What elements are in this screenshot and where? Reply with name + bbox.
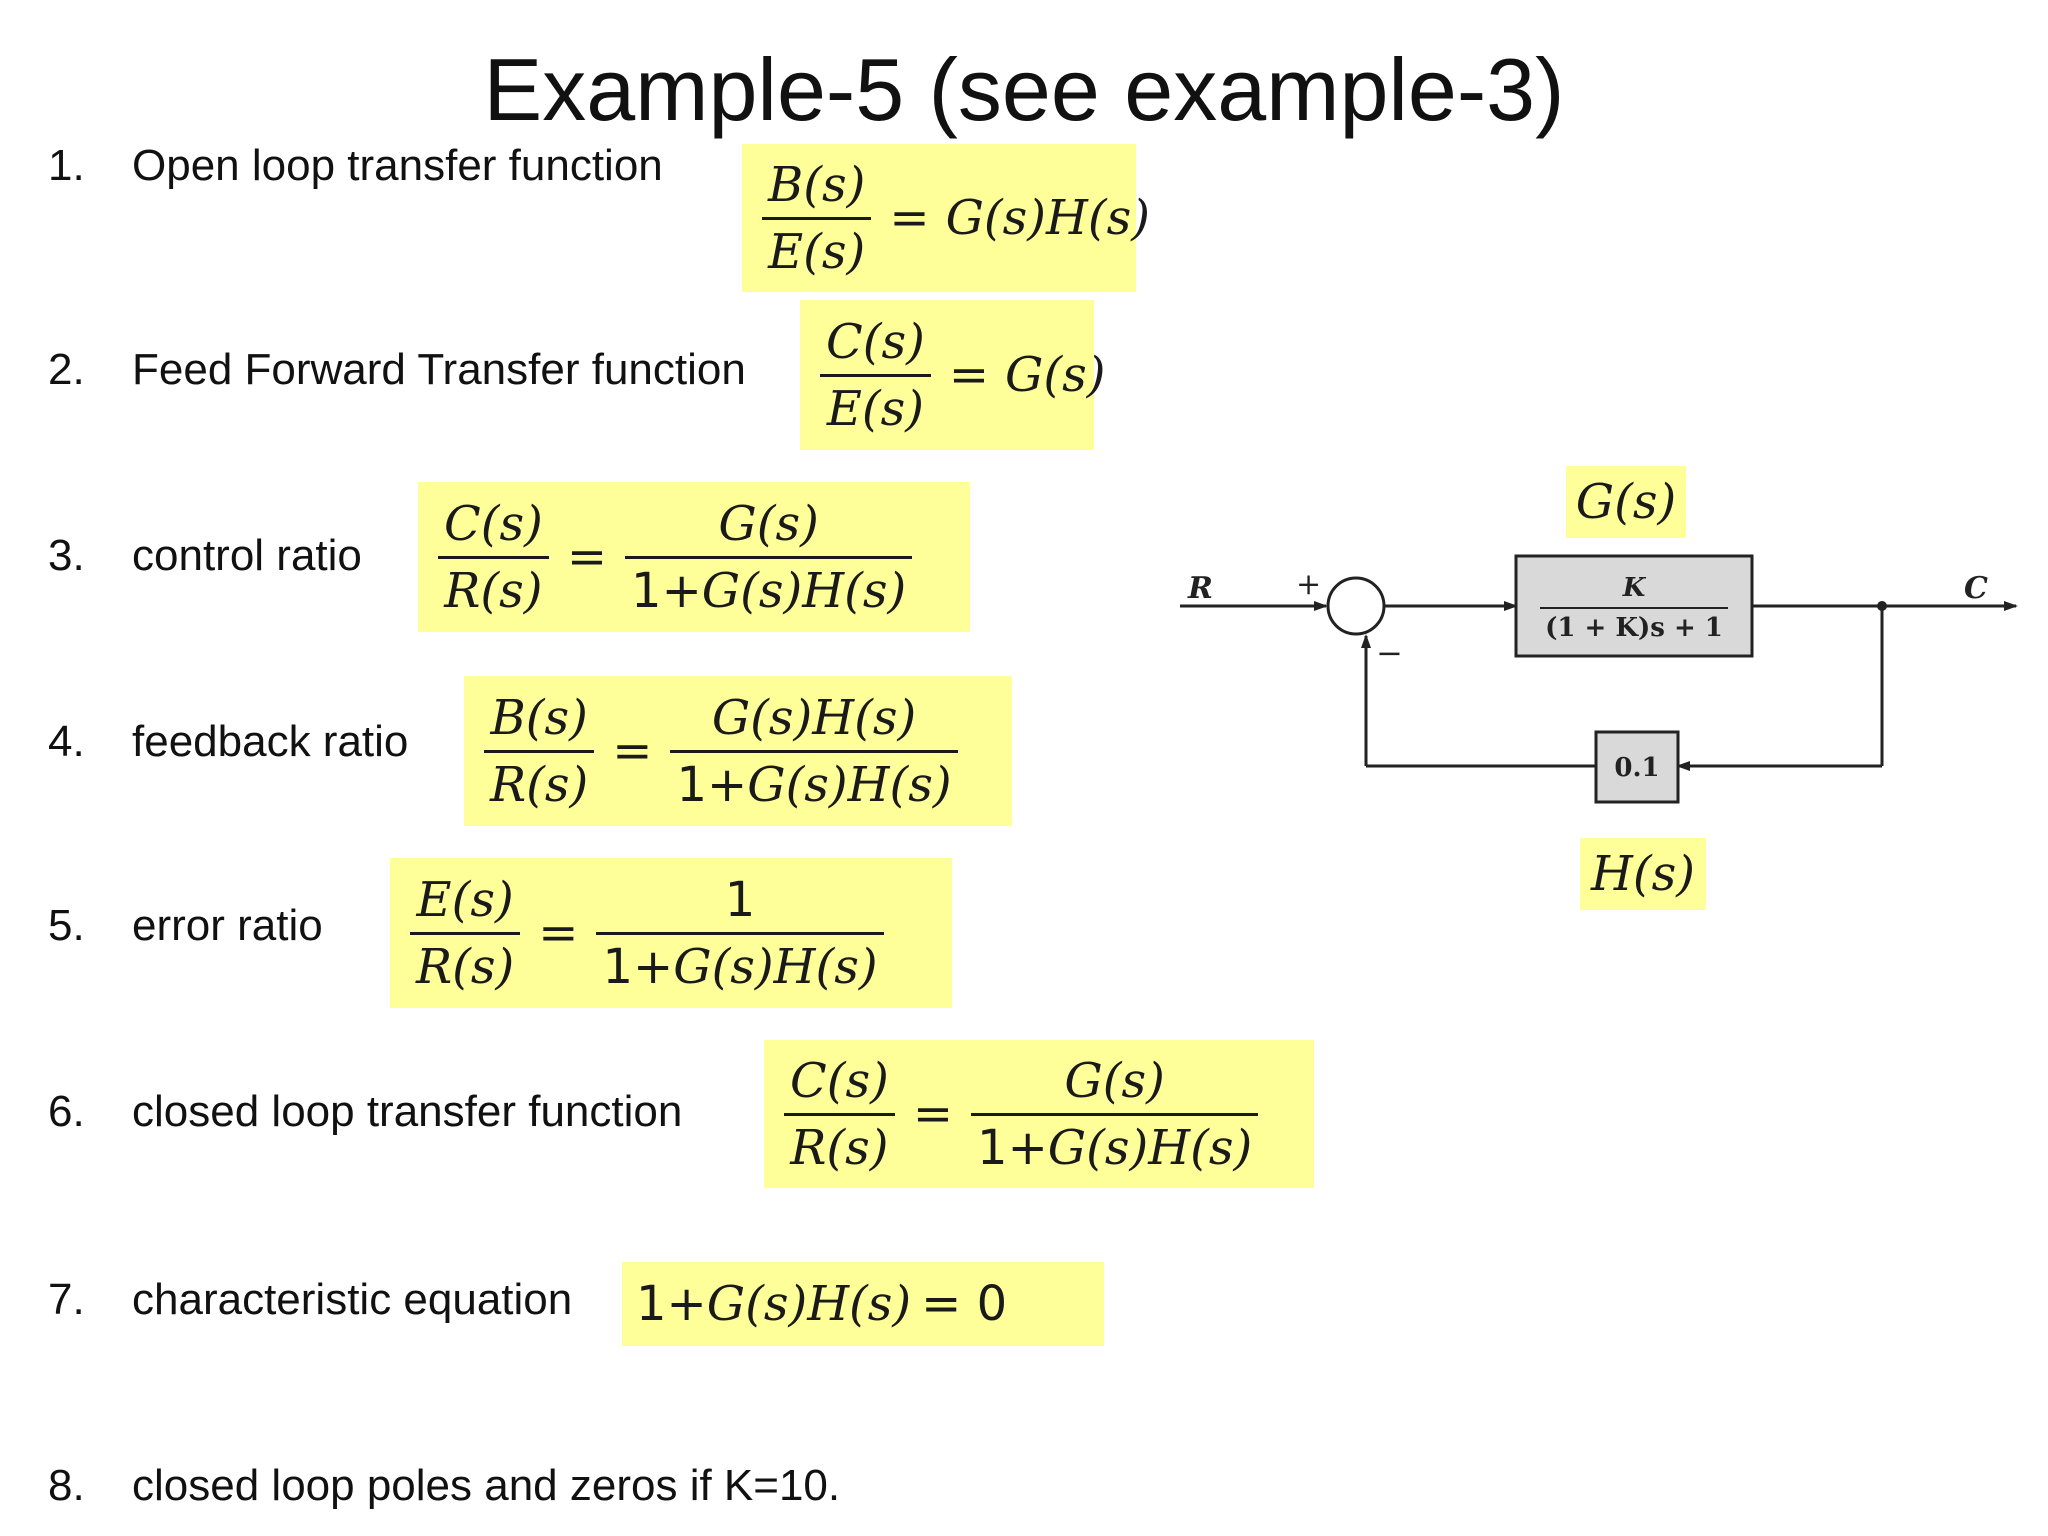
item-4-number: 4.: [48, 717, 85, 766]
item-1-number: 1.: [48, 141, 85, 190]
item-3-lhs-numerator: C(s): [444, 495, 543, 552]
item-8-label: closed loop poles and zeros if K=10.: [132, 1461, 841, 1510]
item-3-rhs-den-expr: G(s)H(s): [701, 562, 907, 619]
equals-sign: =: [612, 723, 653, 779]
forward-denominator: (1 + K)s + 1: [1545, 613, 1723, 643]
item-4-rhs-denominator: 1+G(s)H(s): [670, 753, 957, 817]
item-6-lhs-denominator: R(s): [790, 1119, 889, 1176]
item-4-lhs-fraction: B(s) R(s): [484, 686, 595, 817]
feedback-block: [1594, 730, 1680, 804]
item-3-label: control ratio: [132, 531, 362, 580]
fraction-bar: [438, 555, 549, 559]
h-label: H(s): [1580, 838, 1706, 910]
item-2-lhs-denominator: E(s): [826, 380, 924, 437]
item-5-number: 5.: [48, 901, 85, 950]
fraction-bar: [820, 373, 931, 377]
item-5-rhs-fraction: 1 1+G(s)H(s): [596, 868, 884, 999]
item-4-lhs-numerator: B(s): [490, 689, 588, 746]
item-7-equals-zero: = 0: [921, 1276, 1008, 1332]
page-title: Example-5 (see example-3): [483, 40, 1565, 139]
item-5-formula: E(s) R(s) = 1 1+G(s)H(s): [390, 858, 952, 1008]
item-7-label: characteristic equation: [132, 1275, 573, 1324]
item-5-label: error ratio: [132, 901, 323, 950]
item-3-lhs-denominator: R(s): [444, 562, 543, 619]
item-1-label: Open loop transfer function: [132, 141, 663, 190]
item-7-formula: 1+ G(s)H(s) = 0: [622, 1262, 1104, 1346]
item-1-formula: B(s) E(s) = G(s)H(s): [742, 144, 1150, 292]
item-6-formula: C(s) R(s) = G(s) 1+G(s)H(s): [764, 1040, 1314, 1188]
item-6-lhs-fraction: C(s) R(s): [784, 1049, 895, 1180]
fraction-bar: [596, 931, 884, 935]
item-2-lhs-numerator: C(s): [826, 313, 925, 370]
summing-junction: [1326, 576, 1386, 636]
item-3-rhs-fraction: G(s) 1+G(s)H(s): [625, 492, 913, 623]
output-label: C: [1964, 571, 1988, 606]
item-6-rhs-denominator: 1+G(s)H(s): [971, 1116, 1258, 1180]
equals-sign: =: [566, 529, 608, 585]
fraction-bar: [971, 1112, 1259, 1116]
one-plus: 1+: [977, 1119, 1048, 1176]
fraction-bar: [784, 1112, 895, 1116]
item-2-rhs: G(s): [1005, 347, 1106, 403]
input-label: R: [1187, 571, 1213, 606]
item-7-number: 7.: [48, 1275, 85, 1324]
item-4-formula: B(s) R(s) = G(s)H(s) 1+G(s)H(s): [464, 676, 1012, 826]
item-3-number: 3.: [48, 531, 85, 580]
item-6-label: closed loop transfer function: [132, 1087, 683, 1136]
item-5-rhs-denominator: 1+G(s)H(s): [596, 935, 883, 999]
item-4-rhs-den-expr: G(s)H(s): [747, 756, 952, 813]
item-2-label: Feed Forward Transfer function: [132, 345, 746, 394]
forward-numerator: K: [1622, 573, 1647, 603]
item-5-lhs-denominator: R(s): [416, 938, 515, 995]
item-3-formula: C(s) R(s) = G(s) 1+G(s)H(s): [418, 482, 970, 632]
item-2-formula: C(s) E(s) = G(s): [800, 300, 1105, 450]
item-1-lhs-fraction: B(s) E(s): [762, 153, 872, 284]
item-4-rhs-numerator: G(s)H(s): [711, 689, 917, 746]
item-2-number: 2.: [48, 345, 85, 394]
item-7-expression: G(s)H(s): [706, 1276, 912, 1332]
fraction-bar: [410, 931, 521, 935]
one-plus: 1+: [631, 562, 702, 619]
item-5-lhs-numerator: E(s): [416, 871, 514, 928]
one-plus: 1+: [636, 1276, 707, 1332]
item-5-rhs-den-expr: G(s)H(s): [673, 938, 878, 995]
one-plus: 1+: [602, 938, 674, 995]
g-label: G(s): [1566, 466, 1686, 538]
one-plus: 1+: [676, 756, 748, 813]
item-6-rhs-fraction: G(s) 1+G(s)H(s): [971, 1049, 1259, 1180]
feedback-gain: 0.1: [1614, 753, 1659, 783]
equals-sign: =: [948, 347, 990, 403]
item-6-rhs-numerator: G(s): [1064, 1052, 1165, 1109]
item-6-lhs-numerator: C(s): [790, 1052, 889, 1109]
plus-sign: +: [1296, 567, 1321, 602]
minus-sign: −: [1376, 634, 1403, 672]
item-1-lhs-denominator: E(s): [768, 223, 866, 280]
item-3-lhs-fraction: C(s) R(s): [438, 492, 549, 623]
item-5-rhs-numerator: 1: [724, 871, 756, 928]
fraction-bar: [625, 555, 913, 559]
forward-block: [1514, 554, 1754, 658]
item-1-lhs-numerator: B(s): [768, 156, 866, 213]
fraction-bar: [762, 216, 872, 220]
item-1-rhs: G(s)H(s): [945, 190, 1150, 246]
item-4-rhs-fraction: G(s)H(s) 1+G(s)H(s): [670, 686, 958, 817]
item-3-rhs-denominator: 1+G(s)H(s): [625, 559, 912, 623]
equals-sign: =: [538, 905, 579, 961]
item-6-rhs-den-expr: G(s)H(s): [1047, 1119, 1253, 1176]
item-4-label: feedback ratio: [132, 717, 409, 766]
item-4-lhs-denominator: R(s): [490, 756, 589, 813]
equals-sign: =: [912, 1086, 954, 1142]
takeoff-point: [1877, 601, 1887, 611]
fraction-bar: [670, 749, 958, 753]
item-3-rhs-numerator: G(s): [718, 495, 819, 552]
item-6-number: 6.: [48, 1087, 85, 1136]
item-8-number: 8.: [48, 1461, 85, 1510]
item-5-lhs-fraction: E(s) R(s): [410, 868, 521, 999]
equals-sign: =: [889, 190, 930, 246]
fraction-bar: [484, 749, 595, 753]
item-2-lhs-fraction: C(s) E(s): [820, 310, 931, 441]
